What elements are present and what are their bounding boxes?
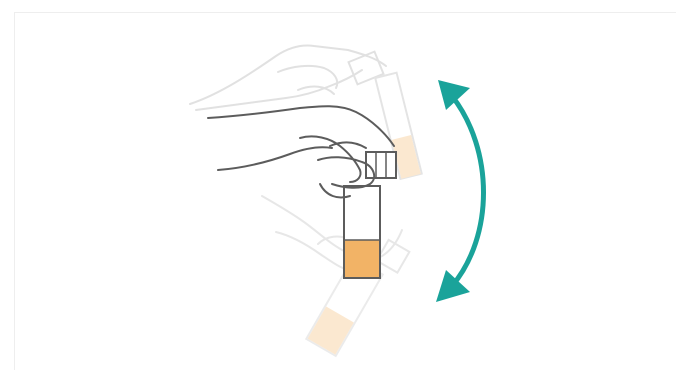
arrow-head-top	[438, 80, 470, 110]
ghost-upper-hand-icon	[190, 45, 386, 104]
main-position	[208, 106, 396, 278]
tube-cap	[366, 152, 396, 178]
double-arrow-icon	[436, 80, 484, 302]
arrow-head-bottom	[436, 270, 470, 302]
tube-liquid	[345, 240, 379, 277]
test-tube-icon	[344, 152, 396, 278]
ghost-lower-position	[262, 196, 409, 356]
